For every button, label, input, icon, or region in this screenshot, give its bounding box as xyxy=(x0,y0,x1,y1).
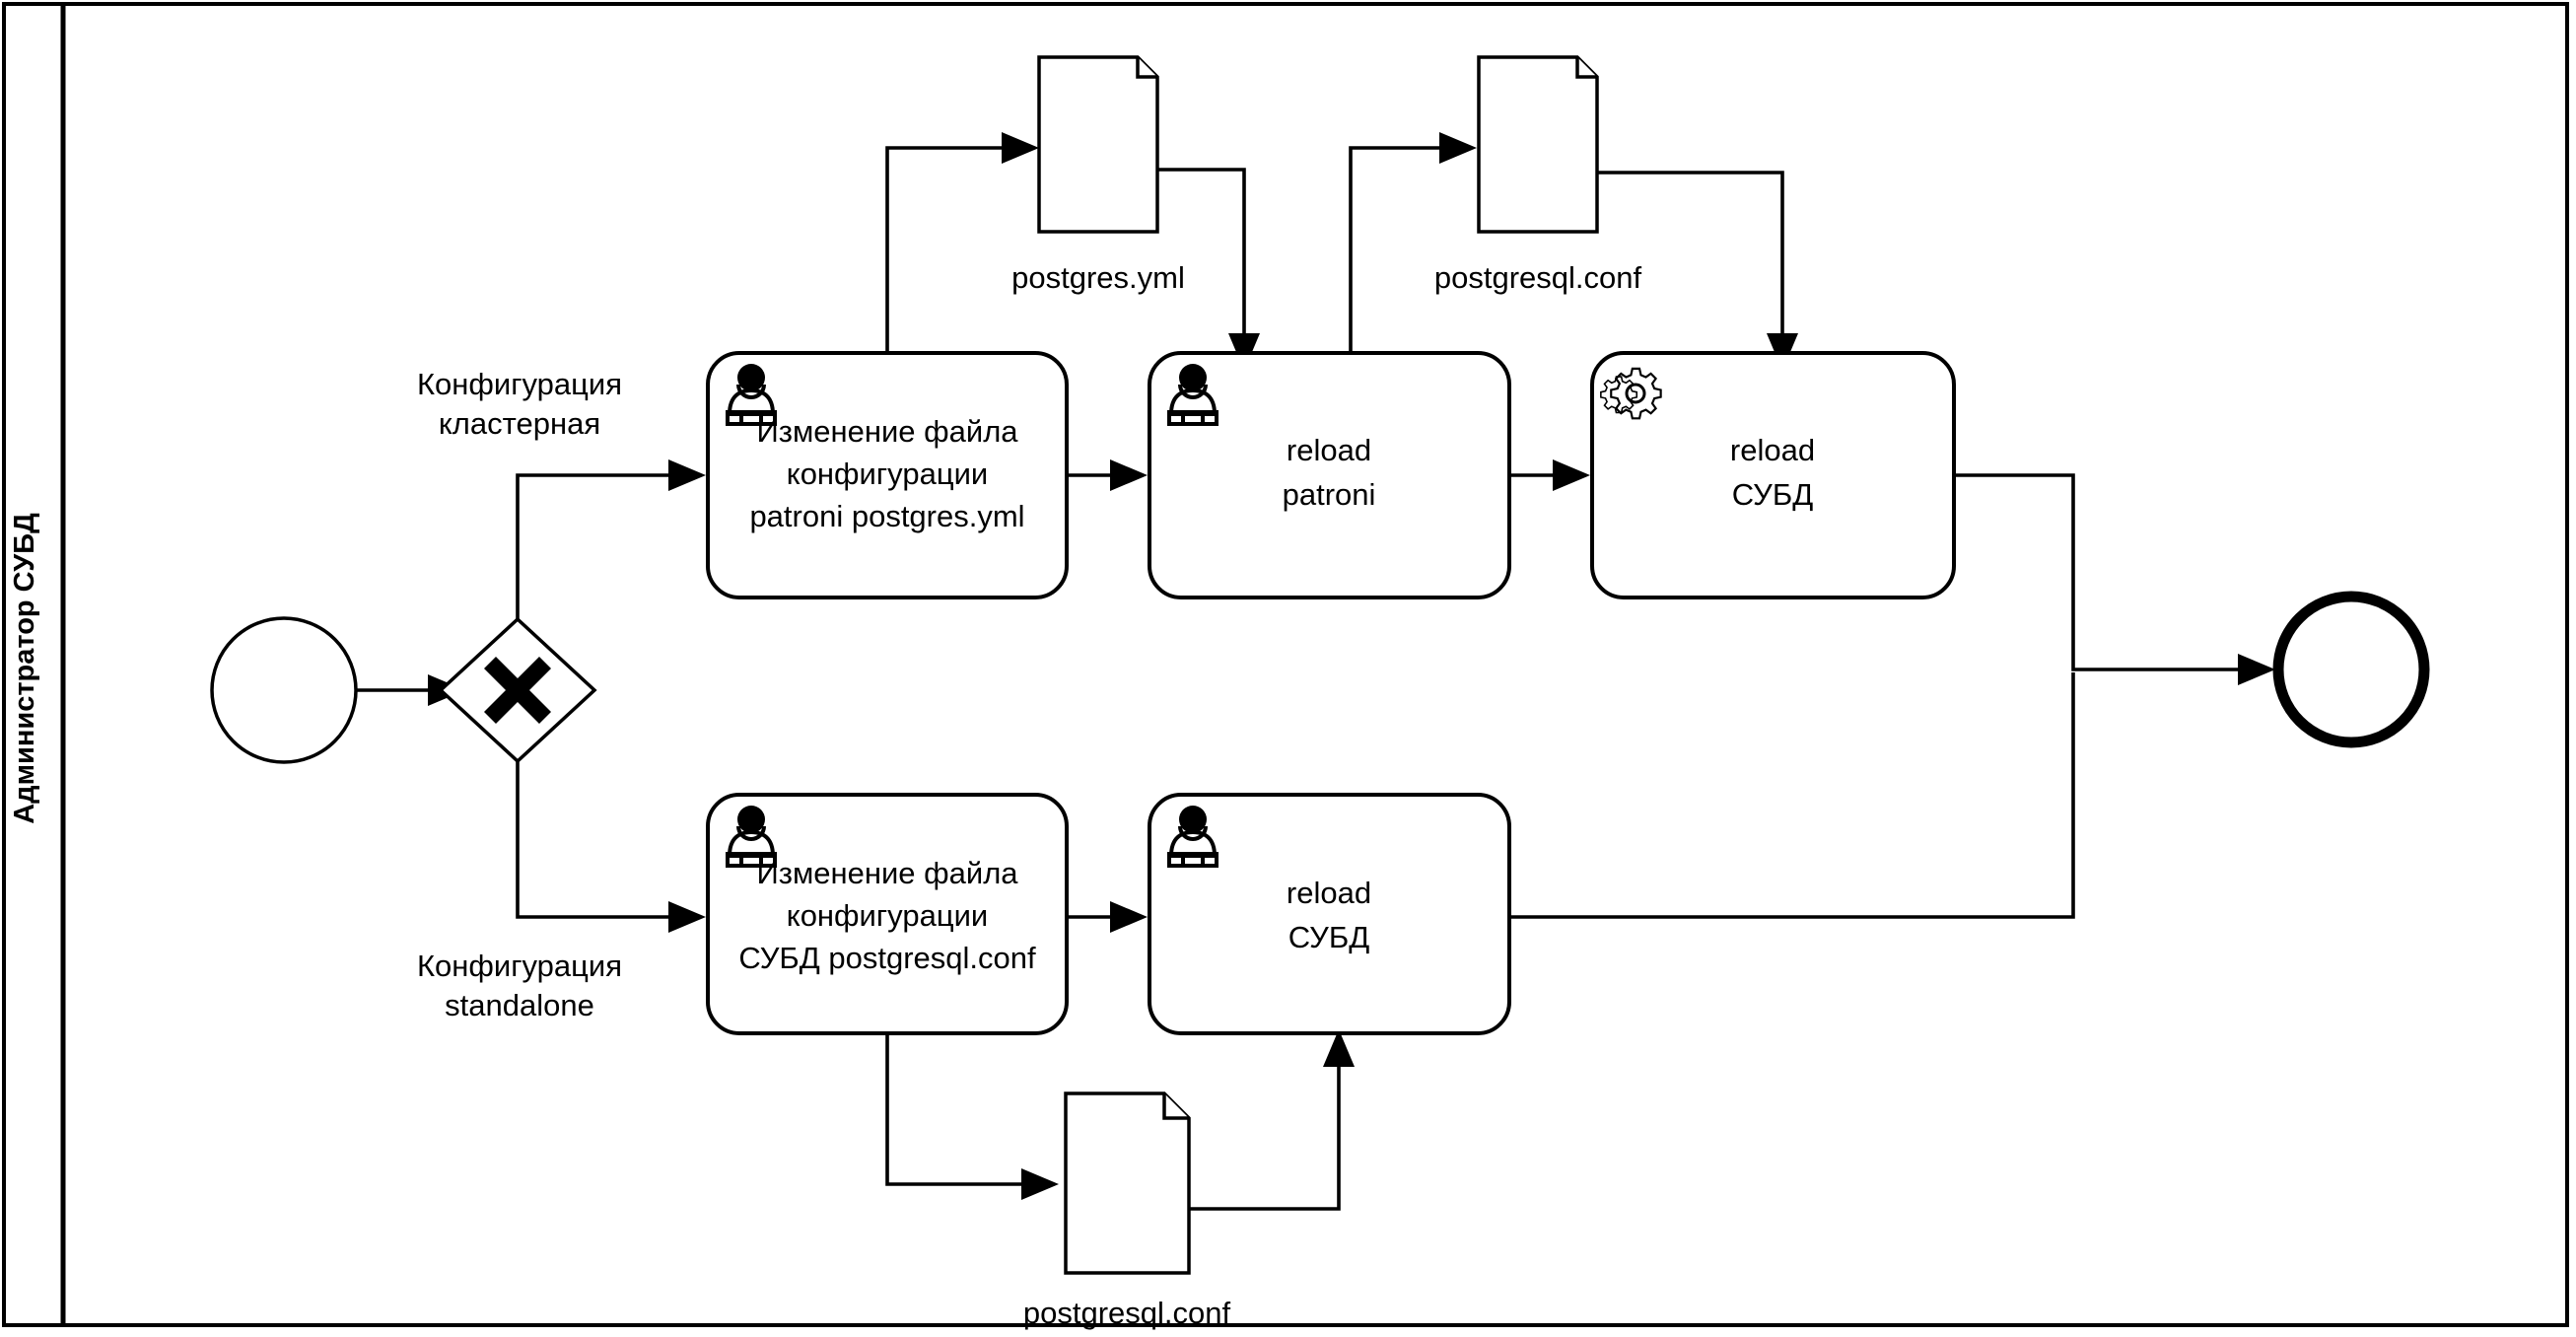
lane-title: Администратор СУБД xyxy=(9,513,40,824)
flow-data-postgresql-conf-bottom-to-reload-dbms-standalone xyxy=(1189,1029,1355,1211)
task-edit-postgresql-config-box[interactable] xyxy=(706,793,1069,1035)
service-task-gear-icon xyxy=(1600,367,1662,420)
flow-edit-patroni-to-reload-patroni xyxy=(1067,459,1148,491)
task-edit-patroni-config-line1: Изменение файла xyxy=(756,414,1018,449)
task-reload-dbms-cluster-box[interactable] xyxy=(1590,351,1956,599)
data-object-postgres-yml[interactable]: postgres.yml xyxy=(1011,55,1185,295)
task-reload-patroni-box[interactable] xyxy=(1148,351,1511,599)
data-object-fold-corner-icon xyxy=(1575,57,1597,79)
task-edit-patroni-config-box[interactable] xyxy=(706,351,1069,599)
user-task-icon xyxy=(726,806,777,868)
data-object-postgres-yml-shape[interactable] xyxy=(1037,55,1159,234)
task-reload-patroni-line2: patroni xyxy=(1283,477,1376,512)
task-reload-patroni[interactable]: reload patroni xyxy=(1148,351,1511,599)
task-reload-dbms-cluster-line1: reload xyxy=(1730,433,1815,467)
task-edit-patroni-config-line3: patroni postgres.yml xyxy=(749,499,1024,533)
task-reload-dbms-standalone-line1: reload xyxy=(1287,876,1371,910)
flow-gateway-to-edit-postgresql xyxy=(516,745,706,933)
start-event[interactable] xyxy=(210,616,358,764)
branch-label-standalone-line1: Конфигурация xyxy=(417,949,622,983)
task-reload-dbms-standalone-box[interactable] xyxy=(1148,793,1511,1035)
task-reload-dbms-cluster[interactable]: reload СУБД xyxy=(1590,351,1956,599)
gateway-x-marker-icon-2 xyxy=(483,656,552,725)
data-object-postgresql-conf-bottom[interactable]: postgresql.conf xyxy=(1023,1091,1231,1330)
data-object-postgres-yml-label: postgres.yml xyxy=(1011,260,1185,295)
flow-reload-patroni-to-data-postgresql-conf xyxy=(1349,132,1477,410)
branch-label-standalone-line2: standalone xyxy=(445,988,594,1022)
flow-gateway-to-edit-patroni xyxy=(516,459,706,633)
branch-label-cluster-line2: кластерная xyxy=(439,406,600,441)
flow-reload-dbms-to-end xyxy=(1954,473,2275,685)
task-edit-postgresql-config[interactable]: Изменение файла конфигурации СУБД postgr… xyxy=(706,793,1069,1035)
branch-label-cluster-line1: Конфигурация xyxy=(417,367,622,401)
data-object-fold-corner-icon xyxy=(1136,57,1157,79)
data-object-postgresql-conf-bottom-shape[interactable] xyxy=(1064,1091,1191,1275)
data-object-fold-corner-icon xyxy=(1162,1093,1189,1120)
user-task-icon xyxy=(1167,806,1218,868)
flow-edit-patroni-to-data-postgres-yml xyxy=(885,132,1039,410)
flow-edit-postgresql-to-data-postgresql-conf-bottom xyxy=(885,1032,1059,1200)
task-edit-postgresql-config-line2: конфигурации xyxy=(787,898,988,933)
flow-reload-patroni-to-reload-dbms xyxy=(1509,459,1590,491)
data-object-postgresql-conf-top-label: postgresql.conf xyxy=(1434,260,1642,295)
end-event[interactable] xyxy=(2272,591,2430,748)
task-edit-patroni-config-line2: конфигурации xyxy=(787,457,988,491)
flow-reload-dbms-standalone-to-end xyxy=(1509,672,2075,919)
data-object-postgresql-conf-top-shape[interactable] xyxy=(1477,55,1599,234)
task-edit-postgresql-config-line1: Изменение файла xyxy=(756,856,1018,890)
task-edit-postgresql-config-line3: СУБД postgresql.conf xyxy=(738,941,1036,975)
branch-label-cluster: Конфигурация кластерная xyxy=(417,367,622,441)
task-reload-dbms-standalone[interactable]: reload СУБД xyxy=(1148,793,1511,1035)
user-task-icon xyxy=(1167,364,1218,426)
task-edit-patroni-config[interactable]: Изменение файла конфигурации patroni pos… xyxy=(706,351,1069,599)
task-reload-dbms-standalone-line2: СУБД xyxy=(1288,920,1369,954)
user-task-icon xyxy=(726,364,777,426)
exclusive-gateway[interactable] xyxy=(438,616,597,764)
branch-label-standalone: Конфигурация standalone xyxy=(417,949,622,1022)
data-object-postgresql-conf-bottom-label: postgresql.conf xyxy=(1023,1296,1231,1330)
task-reload-dbms-cluster-line2: СУБД xyxy=(1732,477,1813,512)
flow-edit-postgresql-to-reload-dbms-standalone xyxy=(1067,901,1148,933)
task-reload-patroni-line1: reload xyxy=(1287,433,1371,467)
data-object-postgresql-conf-top[interactable]: postgresql.conf xyxy=(1434,55,1642,295)
